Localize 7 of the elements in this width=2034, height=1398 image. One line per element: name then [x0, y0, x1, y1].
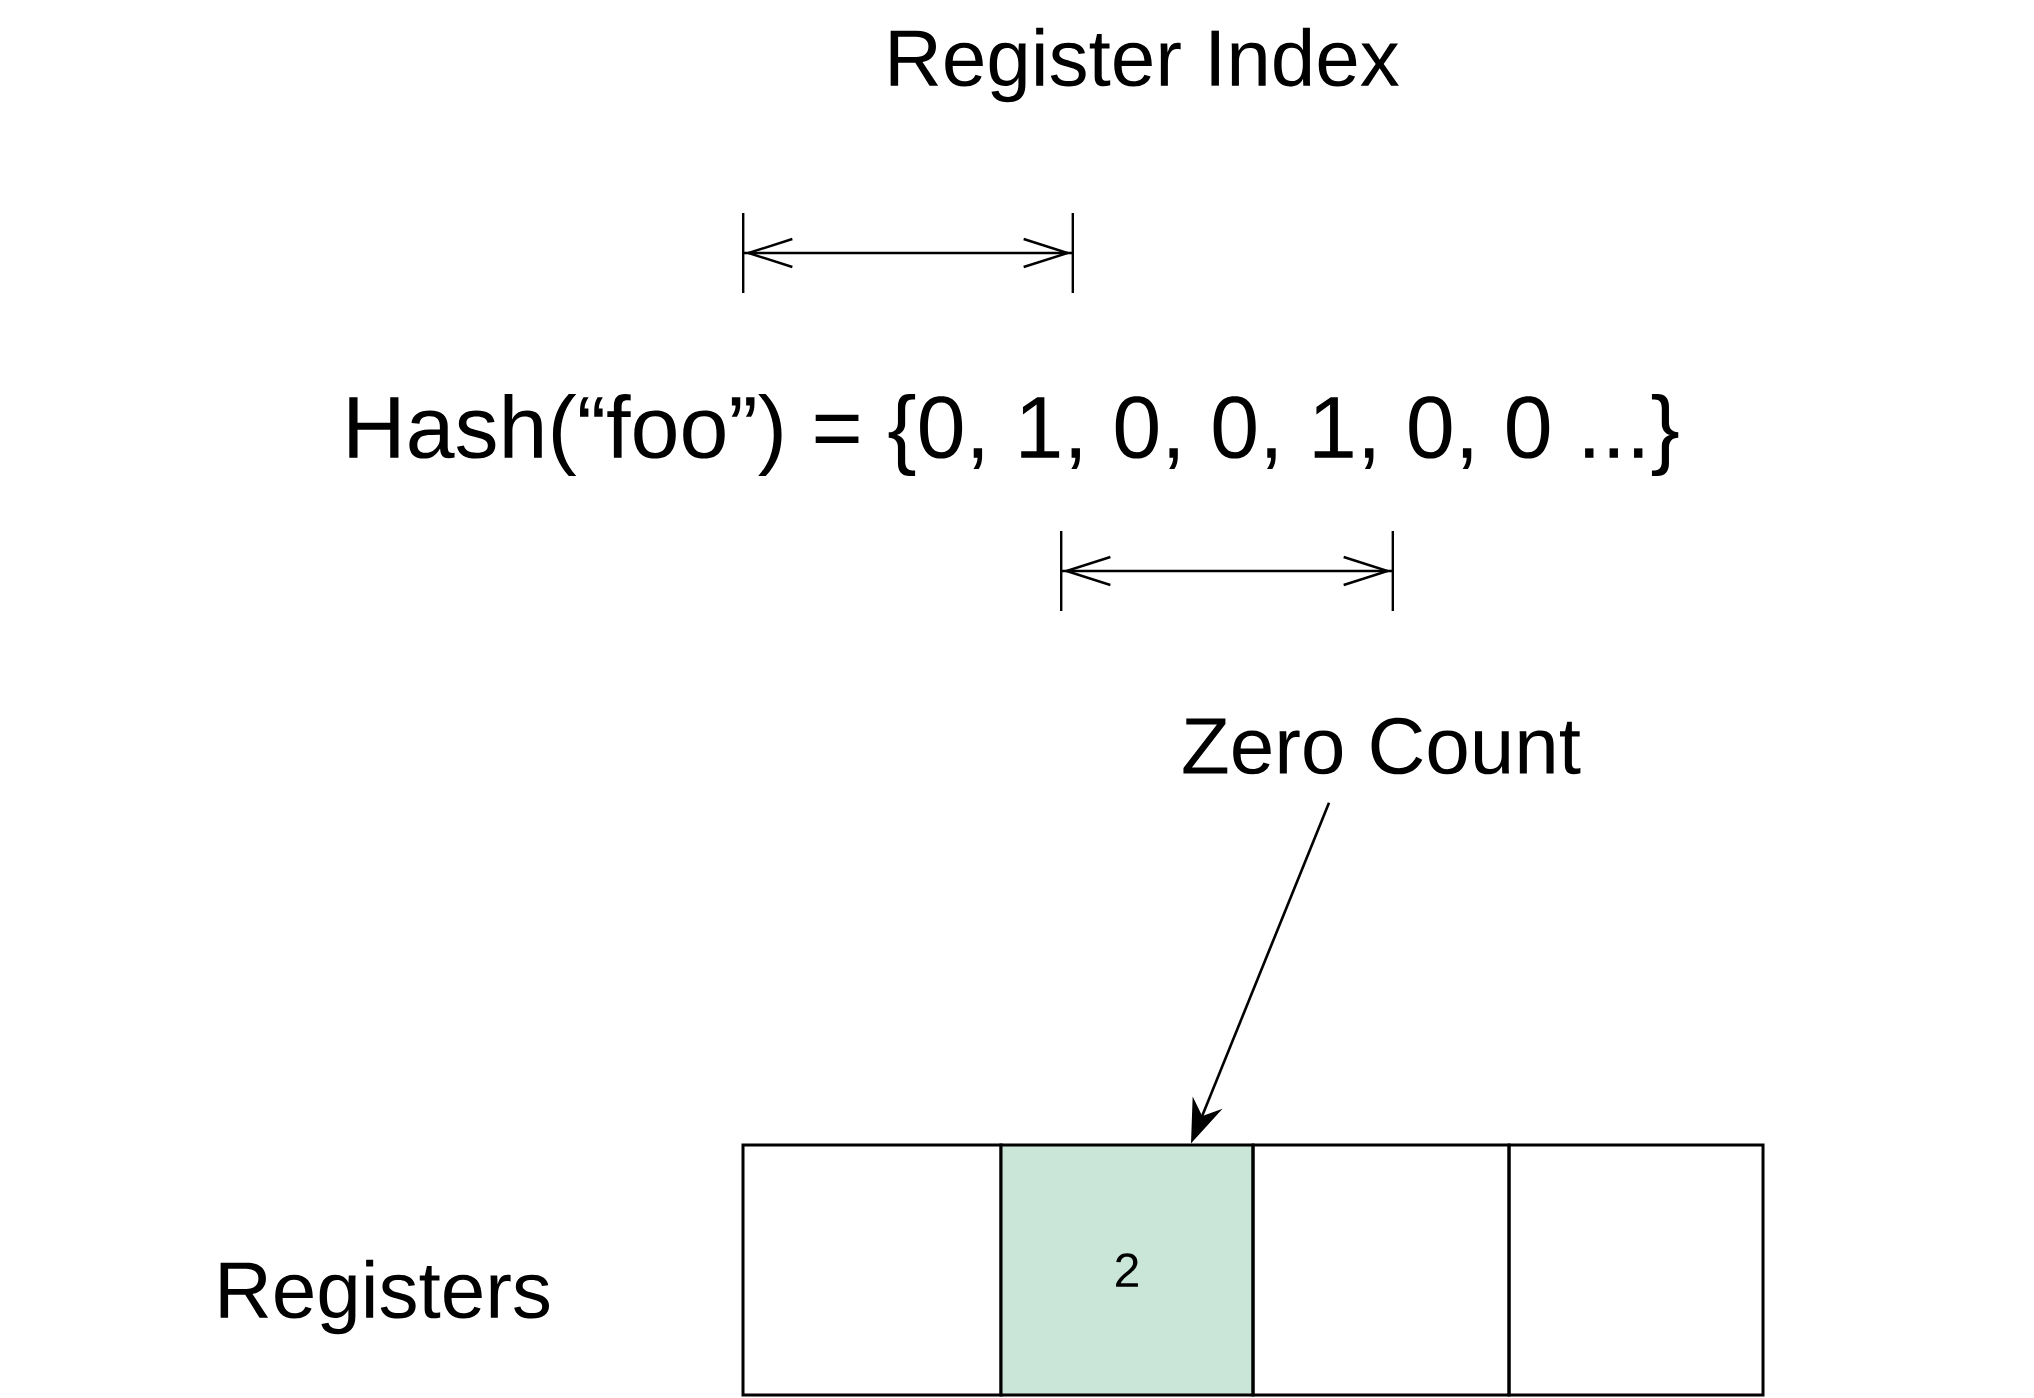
text-label: Zero Count — [1183, 717, 1581, 775]
text-label: Registers — [220, 1259, 549, 1335]
register-cell: 2 — [999, 1143, 1255, 1397]
text-label: Register Index — [890, 27, 1399, 103]
register-cell — [1251, 1143, 1511, 1397]
register-cell — [1507, 1143, 1765, 1397]
text-label: Hash(“foo”) = {0, 1, 0, 0, 1, 0, 0 ...} — [349, 394, 1679, 476]
